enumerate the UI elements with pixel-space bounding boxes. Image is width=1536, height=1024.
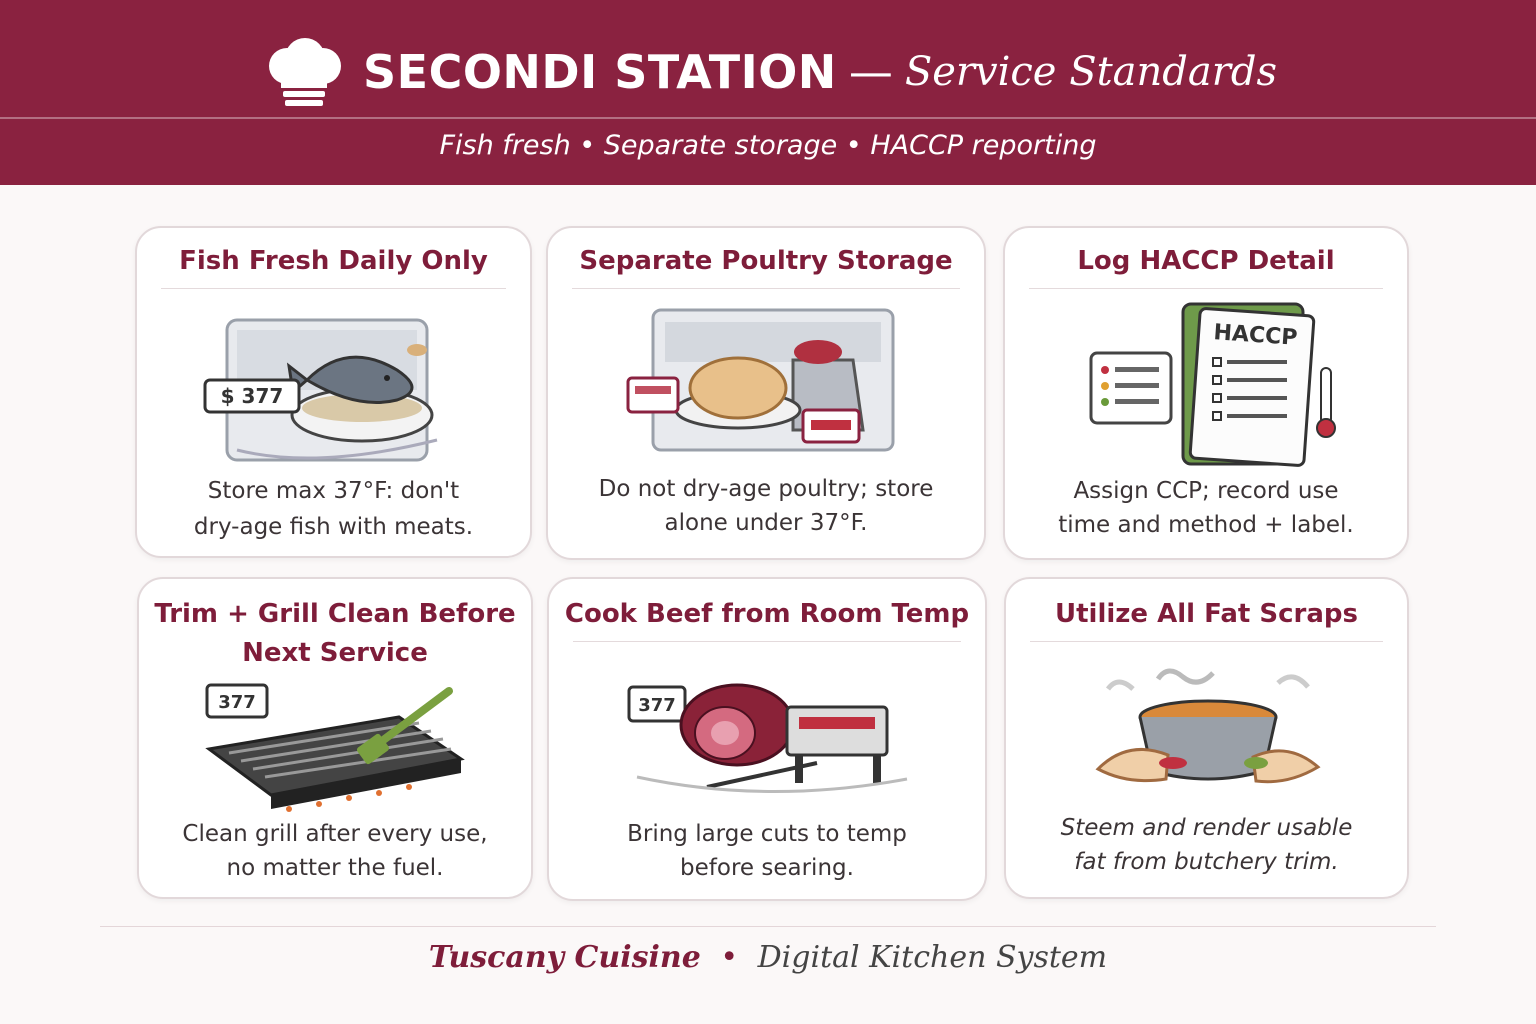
header-divider (0, 117, 1536, 119)
card-grill-clean: Trim + Grill Clean Before Next Service 3… (137, 577, 533, 899)
card-divider (1029, 288, 1383, 289)
card-divider (572, 288, 960, 289)
fish-price-tag: $ 377 (221, 384, 284, 408)
card-title: Fish Fresh Daily Only (179, 246, 488, 276)
header-banner: SECONDI STATION — Service Standards Fish… (0, 0, 1536, 185)
fish-in-fridge-icon: $ 377 (203, 318, 438, 462)
card-divider (573, 641, 961, 642)
card-beef-room-temp: Cook Beef from Room Temp 377 Bring large… (547, 577, 987, 901)
grill-brush-icon: 377 (205, 683, 465, 812)
card-poultry-storage: Separate Poultry Storage Do not dry-age … (546, 226, 986, 560)
card-title: Separate Poultry Storage (579, 246, 953, 276)
card-text-line2: time and method + label. (1058, 512, 1354, 538)
card-title: Log HACCP Detail (1077, 246, 1335, 276)
card-text-line2: dry-age fish with meats. (193, 514, 474, 540)
footer-bullet: • (720, 940, 739, 975)
footer: Tuscany Cuisine • Digital Kitchen System (0, 940, 1536, 975)
card-divider (161, 288, 506, 289)
footer-brand: Tuscany Cuisine (428, 940, 701, 975)
card-title-line2: Next Service (242, 638, 428, 668)
rendering-pot-icon (1095, 668, 1321, 784)
header-title-row: SECONDI STATION — Service Standards (0, 28, 1536, 116)
card-text-line1: Store max 37°F: don't (207, 478, 460, 504)
header-tagline: Fish fresh • Separate storage • HACCP re… (439, 130, 1097, 161)
beef-temp-tag: 377 (638, 695, 676, 716)
card-text-line2: fat from butchery trim. (1074, 849, 1339, 875)
card-text-line1: Assign CCP; record use (1073, 478, 1339, 504)
card-text-line1: Do not dry-age poultry; store (598, 476, 934, 502)
card-haccp-log: Log HACCP Detail HACCP Assign CCP; recor… (1003, 226, 1409, 560)
card-text-line2: alone under 37°F. (664, 510, 868, 536)
card-text-line1: Steem and render usable (1060, 815, 1353, 841)
card-text-line1: Clean grill after every use, (182, 821, 488, 847)
poultry-fridge-icon (626, 308, 895, 452)
card-divider (1030, 641, 1383, 642)
beef-roast-icon: 377 (627, 683, 908, 794)
chef-hat-icon (269, 38, 342, 106)
title-dash: — (848, 46, 893, 98)
card-text-line2: before searing. (680, 855, 854, 881)
card-title: Cook Beef from Room Temp (564, 599, 970, 629)
page-title: SECONDI STATION (363, 45, 837, 99)
card-fish-fresh: Fish Fresh Daily Only $ 377 Store max 37… (135, 226, 532, 558)
haccp-log-icon: HACCP (1089, 302, 1336, 467)
card-title: Utilize All Fat Scraps (1055, 599, 1358, 629)
card-text-line1: Bring large cuts to temp (627, 821, 907, 847)
card-fat-scraps: Utilize All Fat Scraps Steem and render … (1004, 577, 1409, 899)
haccp-label: HACCP (1213, 320, 1298, 351)
page-subtitle: Service Standards (904, 49, 1277, 95)
footer-divider (100, 926, 1436, 927)
card-title-line1: Trim + Grill Clean Before (154, 599, 516, 629)
grill-temp-tag: 377 (218, 692, 256, 713)
card-text-line2: no matter the fuel. (226, 855, 444, 881)
footer-system: Digital Kitchen System (757, 940, 1108, 975)
